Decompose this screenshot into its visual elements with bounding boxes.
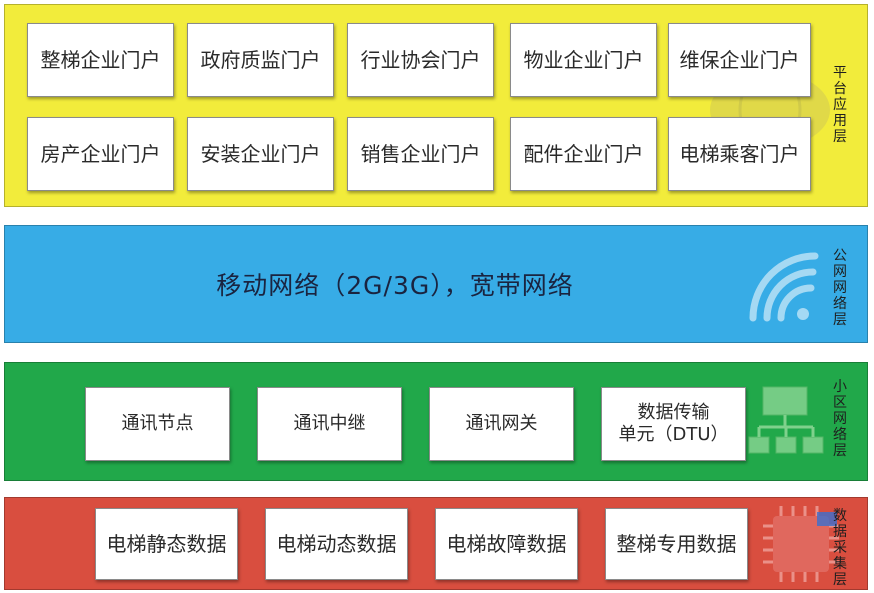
dtu-label-line1: 数据传输 [637,401,710,423]
comm-gateway-label: 通讯网关 [465,412,538,434]
portal-label: 维保企业门户 [679,47,800,72]
portal-box-installation: 安装企业门户 [187,117,334,191]
network-title: 移动网络（2G/3G），宽带网络 [216,271,574,300]
local-network-layer: 通讯节点 通讯中继 通讯网关 数据传输 单元（DTU） 小区网络层 [4,362,868,481]
comm-relay-label: 通讯中继 [293,412,366,434]
comm-node-box: 通讯节点 [85,387,230,461]
portal-box-maintenance: 维保企业门户 [668,23,811,97]
data-label: 电梯故障数据 [446,531,567,556]
portal-box-passenger: 电梯乘客门户 [668,117,811,191]
portal-label: 电梯乘客门户 [679,141,800,166]
layer-label-data-collection: 数据采集层 [833,508,847,588]
data-box-static: 电梯静态数据 [95,508,238,580]
platform-application-layer: 整梯企业门户 政府质监门户 行业协会门户 物业企业门户 维保企业门户 房产企业门… [4,4,868,207]
portal-box-property: 物业企业门户 [510,23,657,97]
dtu-box: 数据传输 单元（DTU） [601,387,746,461]
layer-label-platform: 平台应用层 [833,65,847,145]
portal-label: 行业协会门户 [360,47,481,72]
public-network-layer: 移动网络（2G/3G），宽带网络 公网网络层 [4,225,868,343]
portal-label: 安装企业门户 [200,141,321,166]
data-label: 整梯专用数据 [616,531,737,556]
data-label: 电梯静态数据 [106,531,227,556]
dtu-label-line2: 单元（DTU） [618,424,729,445]
chip-icon [763,506,839,582]
portal-label: 销售企业门户 [360,141,481,166]
portal-box-parts: 配件企业门户 [510,117,657,191]
wifi-signal-icon [749,252,819,322]
portal-label: 房产企业门户 [40,141,161,166]
data-label: 电梯动态数据 [276,531,397,556]
data-box-dedicated: 整梯专用数据 [605,508,748,580]
portal-label: 物业企业门户 [523,47,644,72]
portal-box-industry-association: 行业协会门户 [347,23,494,97]
portal-box-government: 政府质监门户 [187,23,334,97]
portal-box-whole-elevator: 整梯企业门户 [27,23,174,97]
network-topology-icon [748,386,824,454]
layer-label-local-network: 小区网络层 [833,379,847,459]
data-box-dynamic: 电梯动态数据 [265,508,408,580]
comm-gateway-box: 通讯网关 [429,387,574,461]
portal-box-real-estate: 房产企业门户 [27,117,174,191]
data-collection-layer: 电梯静态数据 电梯动态数据 电梯故障数据 整梯专用数据 数据采集层 [4,497,868,590]
layer-label-public-network: 公网网络层 [833,248,847,328]
portal-label: 政府质监门户 [200,47,321,72]
portal-label: 配件企业门户 [523,141,644,166]
data-box-fault: 电梯故障数据 [435,508,578,580]
portal-box-sales: 销售企业门户 [347,117,494,191]
comm-node-label: 通讯节点 [121,412,194,434]
portal-label: 整梯企业门户 [40,47,161,72]
comm-relay-box: 通讯中继 [257,387,402,461]
